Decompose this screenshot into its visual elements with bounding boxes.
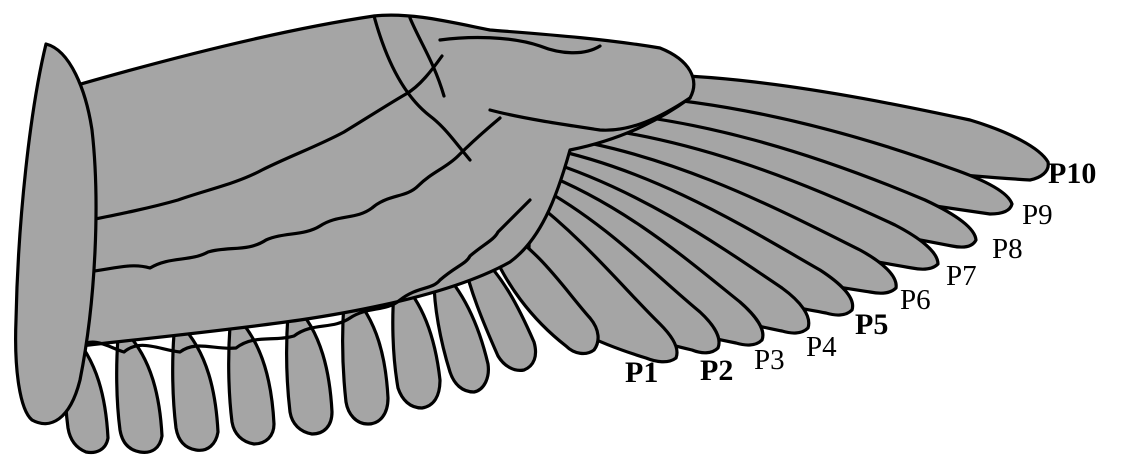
secondary-feather-8 [173, 324, 218, 450]
secondary-feather-6 [287, 304, 332, 434]
label-p4: P4 [806, 331, 837, 363]
label-p9: P9 [1022, 199, 1053, 231]
label-p5: P5 [855, 308, 888, 341]
label-p3: P3 [754, 344, 785, 376]
label-p8: P8 [992, 233, 1023, 265]
wing-base [16, 44, 96, 424]
label-p7: P7 [946, 260, 977, 292]
label-p2: P2 [700, 354, 733, 387]
label-p10: P10 [1048, 157, 1096, 190]
label-p1: P1 [625, 356, 658, 389]
label-p6: P6 [900, 284, 931, 316]
secondary-feather-7 [229, 316, 274, 444]
